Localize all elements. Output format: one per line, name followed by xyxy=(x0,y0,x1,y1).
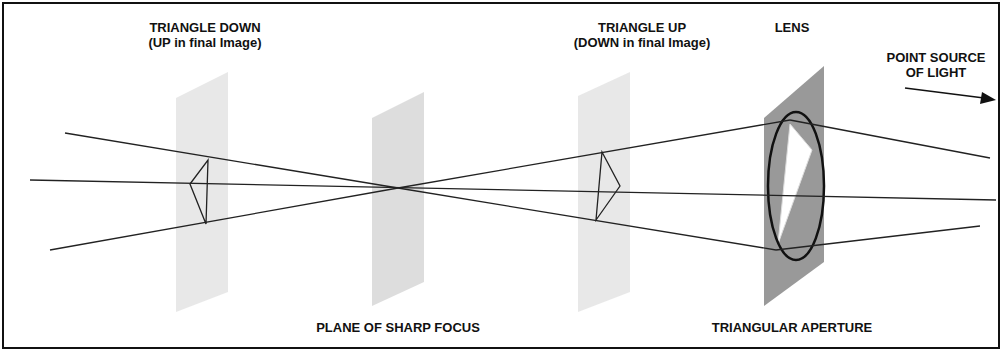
arrowhead xyxy=(980,92,996,104)
ray xyxy=(65,133,398,188)
ray xyxy=(398,188,776,250)
ray xyxy=(790,120,990,158)
triangle-down xyxy=(190,160,208,224)
plane-label: PLANE OF SHARP FOCUS xyxy=(314,320,482,335)
ray xyxy=(776,226,980,250)
label: OF LIGHT xyxy=(904,65,969,80)
optical-axis xyxy=(30,180,996,200)
label: TRIANGLE DOWN xyxy=(147,20,262,35)
triangular-aperture xyxy=(778,124,812,244)
part-label: LENS xyxy=(773,20,812,35)
light-arrow xyxy=(905,88,984,98)
triangle-up xyxy=(596,152,620,220)
focus-plane xyxy=(372,92,424,306)
label-note: (DOWN in final Image) xyxy=(572,35,713,50)
aperture-plane xyxy=(764,66,824,306)
frame xyxy=(3,3,999,348)
ray xyxy=(50,188,398,250)
label: POINT SOURCE xyxy=(885,50,988,65)
label-note: (UP in final Image) xyxy=(146,35,263,50)
image-plane xyxy=(176,72,228,312)
ray xyxy=(398,120,790,188)
label: TRIANGLE UP xyxy=(596,20,688,35)
part-label: TRIANGULAR APERTURE xyxy=(710,320,875,335)
lens xyxy=(768,112,824,260)
